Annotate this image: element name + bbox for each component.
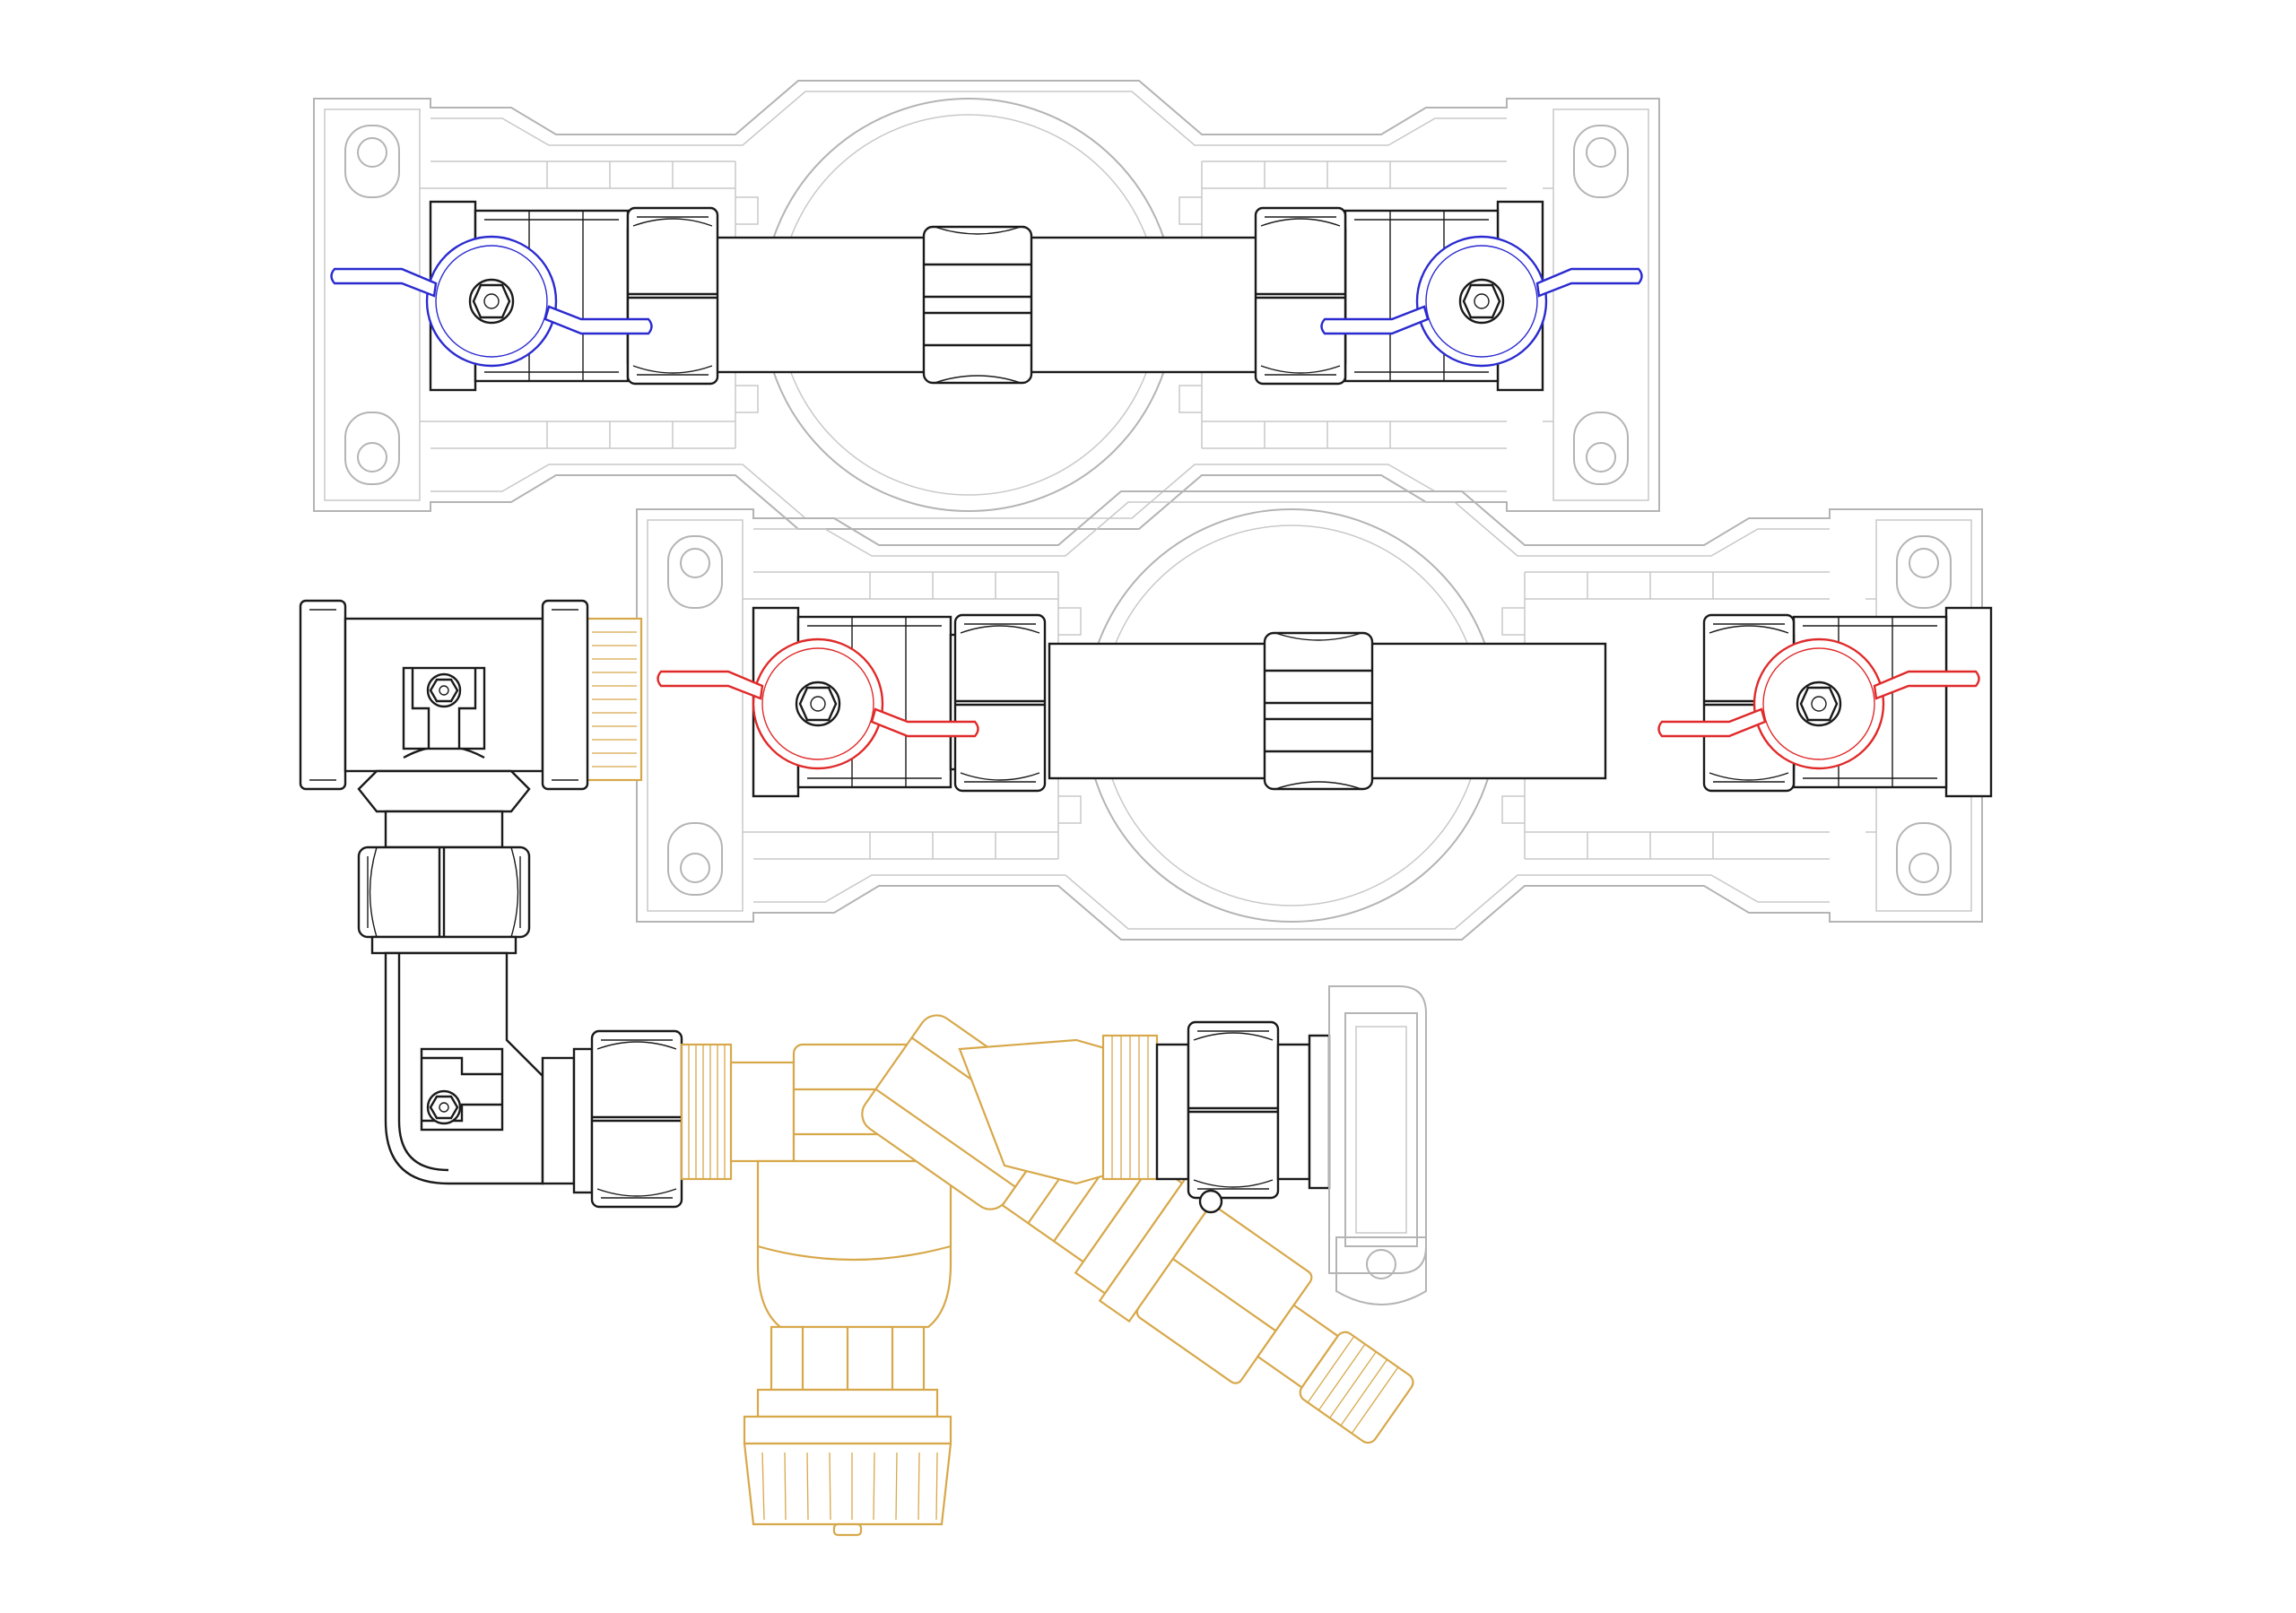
elbow-hex-nut (590, 1029, 683, 1209)
outlet-compression-nut (1155, 1020, 1331, 1214)
brass-adapter (586, 617, 643, 782)
wall-bracket (1328, 985, 1427, 1305)
elbow-fitting (384, 951, 544, 1185)
upper-right-hex-nut (1254, 206, 1347, 386)
strainer-drain-valve (680, 1014, 1414, 1537)
upper-center-pipe (707, 225, 1266, 385)
outlet-hex-nut (1187, 1020, 1280, 1200)
elbow-outlet-fittings (541, 1029, 683, 1209)
upper-left-hex-nut (626, 206, 719, 386)
lower-left-hex-nut (953, 613, 1047, 793)
tee-fitting (299, 599, 589, 813)
lower-center-pipe (1048, 631, 1607, 791)
tee-compression-nut (357, 810, 531, 955)
